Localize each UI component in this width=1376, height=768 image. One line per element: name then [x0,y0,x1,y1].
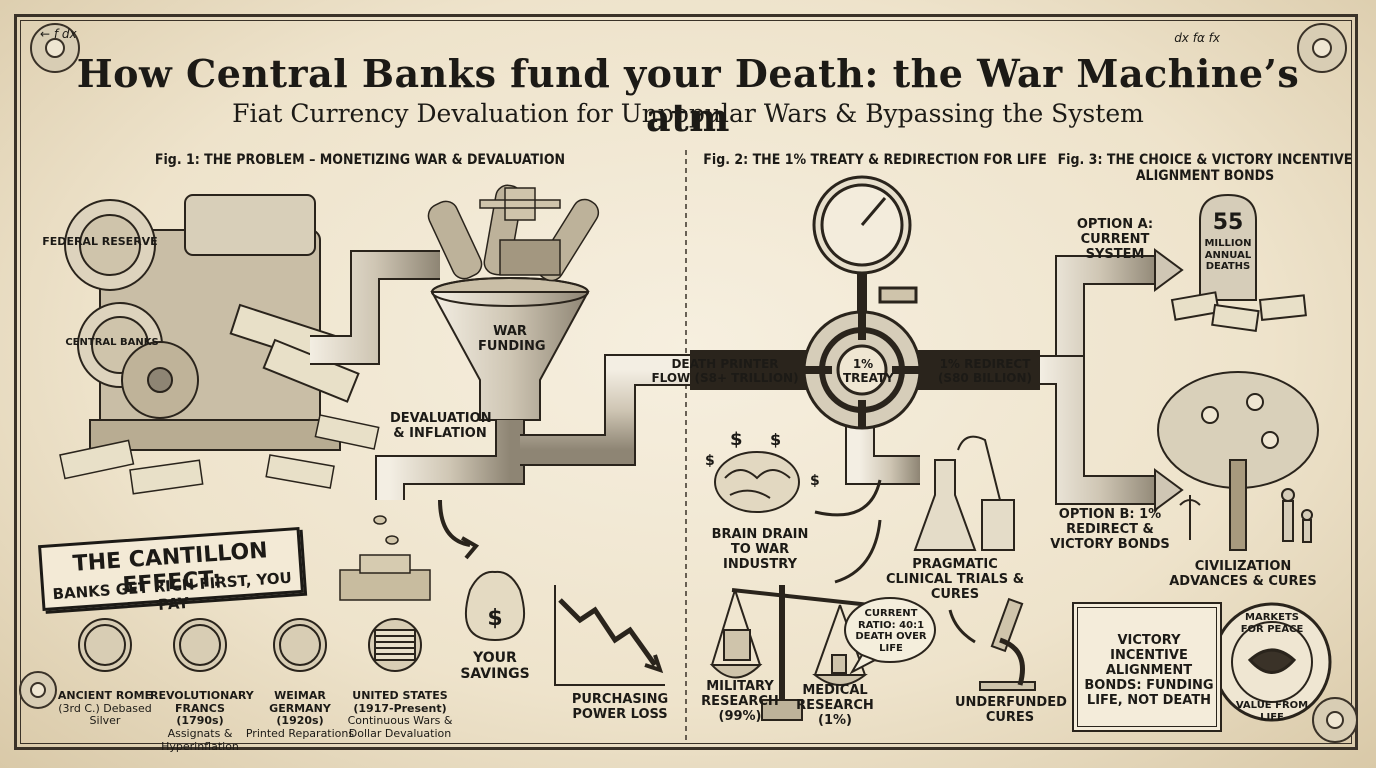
seal-top-text: MARKETS FOR PEACE [1240,612,1304,635]
valve-icon [802,310,922,430]
devaluation-label: DEVALUATION & INFLATION [390,411,492,441]
coin-name: WEIMAR GERMANY (1920s) [269,689,331,728]
arrow-to-scale [834,519,882,584]
option-a-label: OPTION A: CURRENT SYSTEM [1076,217,1154,262]
funnel-label: WAR FUNDING [478,324,546,354]
split-pipes-fig3 [1040,248,1184,512]
coin-detail: (3rd C.) Debased Silver [58,701,152,728]
coin-detail: Printed Reparations [245,726,355,740]
arrow-to-cures [948,609,976,644]
redirect-label: 1% REDIRECT (S80 BILLION) [937,357,1033,385]
coin-stacks-icon [339,515,431,601]
corner-marks-left: ← f dx [40,27,77,41]
gear-label-federal: FEDERAL RESERVE [42,235,157,248]
gear-label-central: CENTRAL BANKS [65,337,158,348]
speech-bubble-icon [844,597,936,675]
purchasing-label: PURCHASING POWER LOSS [571,692,669,722]
brain-drain-label: BRAIN DRAIN TO WAR INDUSTRY [711,527,809,572]
tomb-text: MILLION ANNUAL DEATHS [1204,238,1252,272]
tombstone-icon [1170,193,1307,333]
ratio-label: CURRENT RATIO: 40:1 DEATH OVER LIFE [855,608,927,654]
svg-text:$: $ [487,606,502,631]
inner-border [20,20,1352,744]
svg-text:$: $ [705,453,715,469]
microscope-icon [979,597,1036,691]
cash-pile-icon [59,414,380,495]
tomb-number: 55 [1212,210,1244,235]
coin-caption-weimar: WEIMAR GERMANY (1920s) Printed Reparatio… [245,689,355,741]
civilization-label: CIVILIZATION ADVANCES & CURES [1169,559,1317,589]
money-bag-icon: $ [465,570,525,642]
fig2-heading: Fig. 2: THE 1% TREATY & REDIRECTION FOR … [703,152,1047,168]
coin-detail: Continuous Wars & Dollar Devaluation [347,714,453,740]
coin-name: UNITED STATES (1917-Present) [352,689,448,715]
coin-caption-us: UNITED STATES (1917-Present) Continuous … [345,689,455,741]
option-b-label: OPTION B: 1% REDIRECT & VICTORY BONDS [1050,507,1170,552]
outer-border [14,14,1358,750]
balance-scale-icon [709,585,871,721]
military-label: MILITARY RESEARCH (99%) [701,679,779,724]
coin-caption-rome: ANCIENT ROME (3rd C.) Debased Silver [55,689,155,728]
coin-row-icons [78,618,422,672]
tree-of-life-icon [1157,371,1319,551]
weapons-icon [427,184,600,282]
trials-label: PRAGMATIC CLINICAL TRIALS & CURES [885,557,1025,602]
fig3-heading: Fig. 3: THE CHOICE & VICTORY INCENTIVE A… [1057,152,1353,185]
flow-label: DEATH PRINTER FLOW (S8+ TRILLION) [651,357,799,385]
fig1-heading: Fig. 1: THE PROBLEM – MONETIZING WAR & D… [154,152,566,168]
svg-text:$: $ [730,429,743,450]
flask-icon [913,435,1015,551]
pressure-gauge-icon [812,175,918,312]
decline-chart-icon [554,585,665,686]
printing-press-icon [64,194,360,451]
valve-label: 1% TREATY [843,357,894,385]
svg-text:$: $ [810,473,820,489]
certificate-text: VICTORY INCENTIVE ALIGNMENT BONDS: FUNDI… [1084,633,1214,708]
pipe-fig1-down [375,354,690,500]
page-title: How Central Banks fund your Death: the W… [76,51,1300,140]
page-subtitle: Fiat Currency Devaluation for Unpopular … [232,99,1144,128]
coin-name: REVOLUTIONARY FRANCS (1790s) [150,689,254,728]
coin-detail: Assignats & Hyperinflation [161,726,239,753]
victory-bond-certificate: VICTORY INCENTIVE ALIGNMENT BONDS: FUNDI… [1072,602,1222,732]
funnel-icon [430,277,590,421]
coin-caption-france: REVOLUTIONARY FRANCS (1790s) Assignats &… [150,689,254,753]
savings-label: YOUR SAVINGS [460,650,530,683]
arrow-to-savings [438,499,471,547]
coin-name: ANCIENT ROME [57,689,153,702]
medical-label: MEDICAL RESEARCH (1%) [796,683,874,728]
pipe-fig1 [310,250,440,365]
svg-text:$: $ [770,430,781,449]
corner-marks-right: dx fα fx [1174,31,1220,45]
brain-icon: $ $ $ $ [705,429,820,513]
underfunded-label: UNDERFUNDED CURES [955,695,1067,725]
arrow-brain-drain [814,479,882,517]
corner-gear-icon [19,23,1358,743]
seal-bottom-text: VALUE FROM LIFE [1235,700,1309,723]
